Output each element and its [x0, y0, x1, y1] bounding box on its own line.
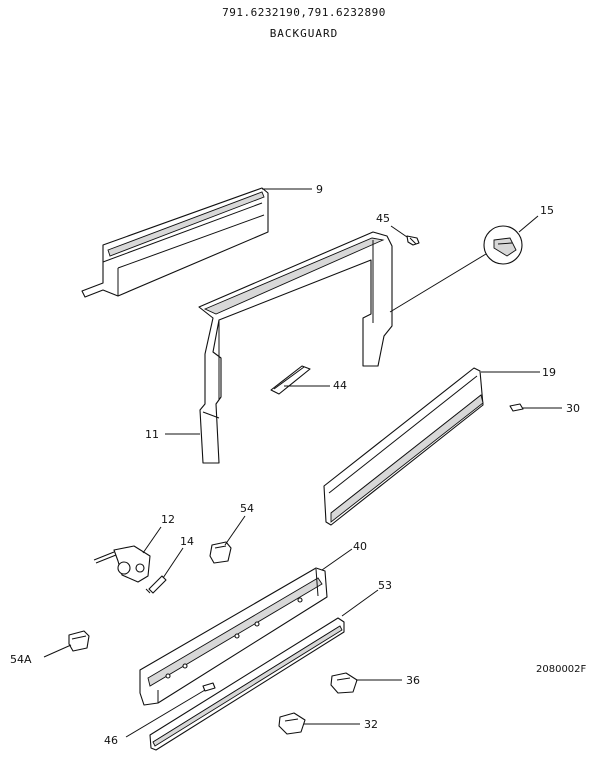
callout-11: 11: [145, 428, 159, 441]
callout-15: 15: [540, 204, 554, 217]
part-30-screw: [509, 403, 524, 412]
part-19-panel: [323, 367, 484, 526]
part-36-clip: [330, 672, 358, 694]
part-53-trim: [149, 617, 345, 751]
callout-32: 32: [364, 718, 378, 731]
part-54a-block: [68, 630, 90, 652]
callout-9: 9: [316, 183, 323, 196]
callout-54a: 54A: [10, 653, 32, 666]
part-14-shaft: [145, 575, 167, 594]
callout-45: 45: [376, 212, 390, 225]
callout-40: 40: [353, 540, 367, 553]
part-15-switch: [483, 225, 523, 265]
callout-30: 30: [566, 402, 580, 415]
callout-12: 12: [161, 513, 175, 526]
callout-14: 14: [180, 535, 194, 548]
callout-36: 36: [406, 674, 420, 687]
part-44-lens: [270, 365, 311, 395]
diagram-title: BACKGUARD: [269, 27, 339, 40]
part-46-screw: [202, 682, 216, 692]
model-numbers: 791.6232190,791.6232890: [222, 6, 386, 19]
part-40-panel: [139, 567, 328, 706]
part-45-screw: [406, 235, 420, 246]
diagram-code: 2080002F: [536, 664, 587, 675]
callout-44: 44: [333, 379, 347, 392]
part-12-timer: [93, 545, 151, 583]
callout-19: 19: [542, 366, 556, 379]
part-11-frame: [198, 231, 393, 464]
part-54-receptacle: [209, 541, 232, 564]
part-9-trim: [81, 187, 269, 298]
callout-53: 53: [378, 579, 392, 592]
part-32-clip: [278, 712, 306, 735]
callout-54: 54: [240, 502, 254, 515]
callout-46: 46: [104, 734, 118, 747]
